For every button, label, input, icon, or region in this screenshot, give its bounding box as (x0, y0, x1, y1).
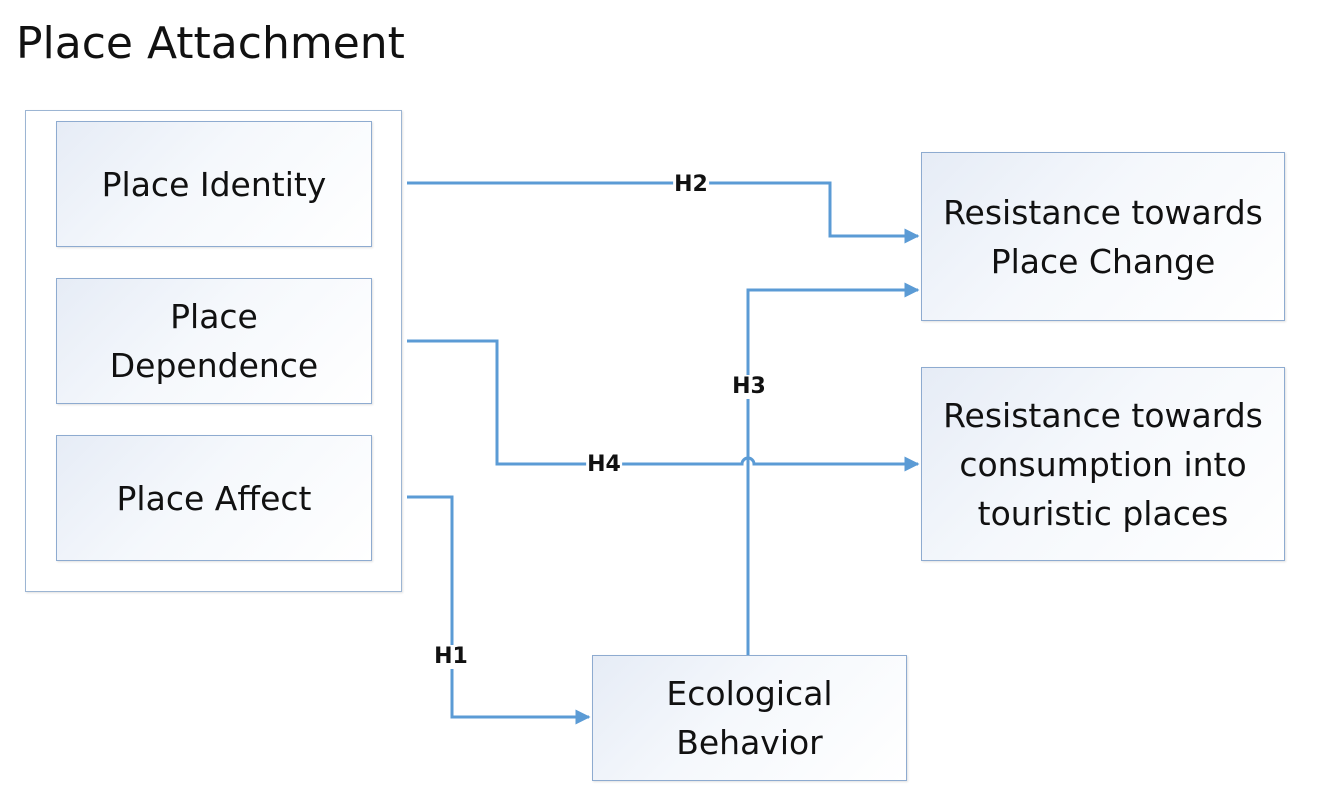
place-identity-box: Place Identity (56, 121, 372, 247)
h3-connector (746, 282, 920, 655)
resistance-place-change-box: Resistance towards Place Change (921, 152, 1285, 321)
place-identity-label: Place Identity (101, 164, 327, 204)
ecological-behavior-label-line1: Ecological (666, 674, 833, 713)
h4-label: H4 (586, 452, 622, 477)
ecological-behavior-box: Ecological Behavior (592, 655, 907, 781)
resistance-consumption-label-line1: Resistance towards (943, 395, 1263, 435)
resistance-consumption-label-line2: consumption into (959, 444, 1247, 484)
h1-label: H1 (433, 644, 469, 669)
h2-label: H2 (673, 172, 709, 197)
h3-label: H3 (731, 374, 767, 399)
resistance-consumption-box: Resistance towards consumption into tour… (921, 367, 1285, 561)
h1-connector (407, 495, 591, 725)
place-affect-label: Place Affect (116, 478, 312, 518)
resistance-consumption-label-line3: touristic places (977, 493, 1229, 533)
diagram-title: Place Attachment (16, 18, 405, 69)
ecological-behavior-label-line2: Behavior (676, 723, 823, 762)
resistance-place-change-label-line2: Place Change (990, 241, 1216, 281)
place-dependence-label-line2: Dependence (109, 346, 319, 385)
h4-connector (407, 339, 920, 472)
h2-connector (407, 181, 920, 244)
place-dependence-box: Place Dependence (56, 278, 372, 404)
place-affect-box: Place Affect (56, 435, 372, 561)
resistance-place-change-label-line1: Resistance towards (943, 192, 1263, 232)
place-dependence-label-line1: Place (170, 297, 258, 336)
